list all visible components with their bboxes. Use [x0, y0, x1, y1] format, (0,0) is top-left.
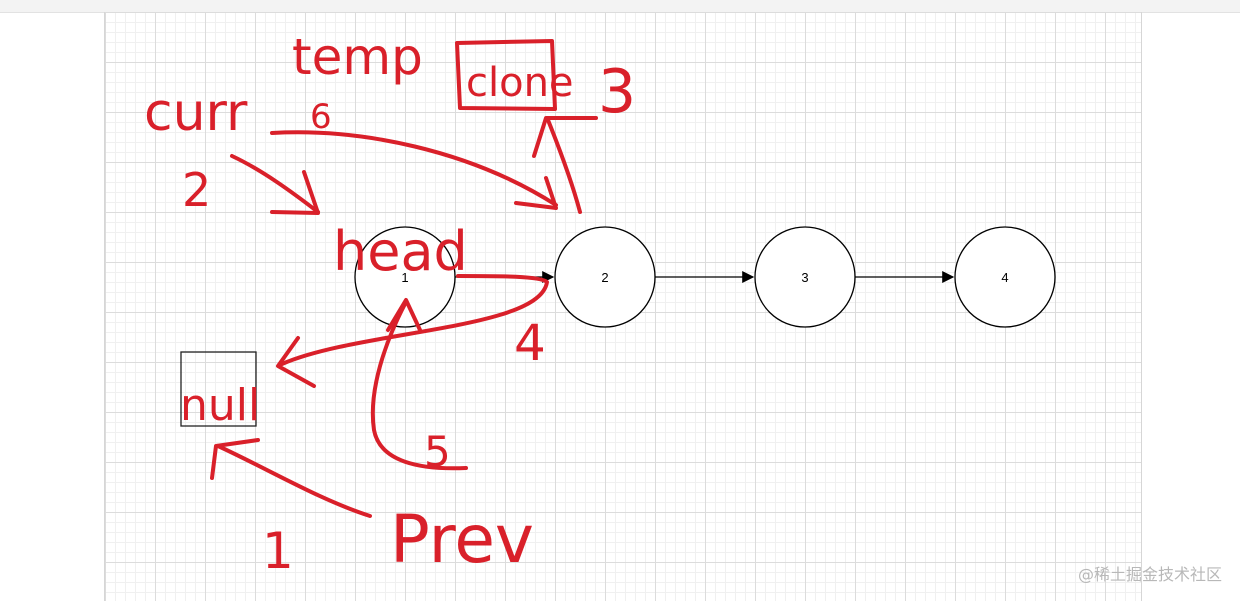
arrow-2	[230, 154, 320, 214]
list-node-3[interactable]: 3	[754, 226, 856, 328]
arrow-1-head	[210, 438, 260, 480]
label-temp: temp	[292, 28, 423, 86]
arrow-3-head	[532, 116, 598, 158]
arrow-3	[546, 118, 582, 214]
step-4: 4	[514, 314, 546, 372]
arrow-5-head	[386, 298, 422, 332]
step-1: 1	[262, 522, 294, 580]
list-node-1[interactable]: 1	[354, 226, 456, 328]
arrow-1	[216, 444, 372, 518]
null-box	[180, 351, 257, 427]
handwritten-annotations	[210, 39, 598, 518]
step-5: 5	[424, 427, 451, 476]
arrow-5	[370, 300, 468, 471]
clone-box	[455, 39, 557, 111]
label-clone: clone	[466, 60, 574, 106]
step-3: 3	[598, 57, 636, 127]
label-prev: Prev	[390, 501, 534, 578]
list-node-2[interactable]: 2	[554, 226, 656, 328]
node-label: 4	[1001, 270, 1008, 285]
null-box-label: null	[180, 380, 260, 431]
list-node-4[interactable]: 4	[954, 226, 1056, 328]
arrow-6	[270, 130, 558, 207]
label-head: head	[333, 220, 468, 283]
arrow-4-head	[276, 336, 316, 388]
step-6: 6	[310, 97, 332, 137]
node-label: 1	[401, 270, 408, 285]
node-label: 3	[801, 270, 808, 285]
arrow-6-head	[514, 176, 558, 210]
step-2: 2	[182, 163, 211, 217]
arrow-4	[280, 274, 549, 366]
arrow-2-head	[270, 170, 320, 215]
node-label: 2	[601, 270, 608, 285]
watermark: @稀土掘金技术社区	[1077, 565, 1222, 584]
label-curr: curr	[144, 83, 248, 143]
